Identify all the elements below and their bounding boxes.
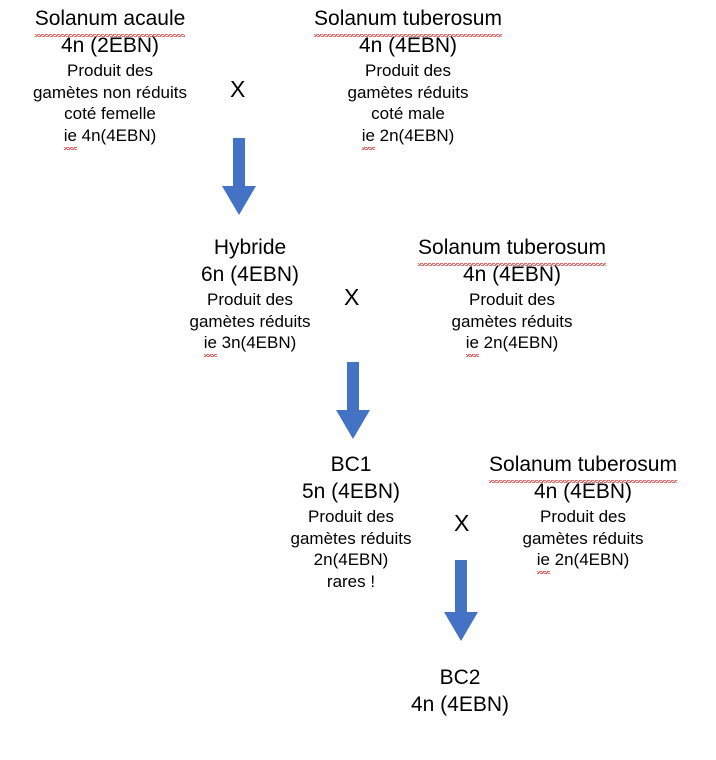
node-ploidy: 4n (4EBN) <box>533 479 633 503</box>
node-detail-line: Produit des <box>67 60 153 80</box>
node-detail-line: ie 2n(4EBN) <box>465 333 559 357</box>
node-detail-line: Produit des <box>308 506 394 526</box>
arrow-down-3 <box>440 560 482 642</box>
spellcheck-word: ie <box>361 126 376 150</box>
node-ploidy: 4n (4EBN) <box>358 33 458 57</box>
cross-symbol-1: X <box>230 76 246 102</box>
node-detail-line: Produit des <box>365 60 451 80</box>
node-detail-line: ie 4n(4EBN) <box>63 126 157 150</box>
node-detail-line: gamètes réduits <box>522 528 644 548</box>
arrow-down-icon <box>336 362 370 439</box>
spellcheck-word: ie <box>203 333 218 357</box>
spellcheck-word: ie <box>465 333 480 357</box>
node-bc1: BC1 5n (4EBN) Produit des gamètes réduit… <box>268 452 434 593</box>
node-heading-text: Solanum tuberosum <box>314 6 502 37</box>
arrow-down-icon <box>222 138 256 215</box>
cross-symbol-2: X <box>344 284 360 310</box>
node-heading: Solanum tuberosum <box>418 235 606 266</box>
node-ploidy: 6n (4EBN) <box>200 262 300 286</box>
node-detail-line: ie 2n(4EBN) <box>536 550 630 574</box>
node-detail-line: ie 3n(4EBN) <box>203 333 297 357</box>
spellcheck-word: ie <box>536 550 551 574</box>
node-heading-text: Solanum tuberosum <box>418 235 606 266</box>
node-detail-line: gamètes réduits <box>189 311 311 331</box>
node-heading: Solanum tuberosum <box>314 6 502 37</box>
node-heading: BC1 <box>331 452 372 479</box>
node-detail-line: gamètes réduits <box>347 82 469 102</box>
node-heading-text: BC1 <box>330 453 372 476</box>
node-ploidy: 4n (4EBN) <box>462 262 562 286</box>
node-detail-line: Produit des <box>540 506 626 526</box>
cross-symbol-3: X <box>454 510 470 536</box>
node-heading: Hybride <box>214 235 286 262</box>
node-detail-line: rares ! <box>326 572 376 591</box>
node-ploidy: 4n (4EBN) <box>410 692 510 716</box>
arrow-down-icon <box>444 560 478 641</box>
node-heading-text: Hybride <box>213 236 287 259</box>
node-detail-line: ie 2n(4EBN) <box>361 126 455 150</box>
node-detail-line: gamètes réduits <box>451 311 573 331</box>
node-detail-line: gamètes non réduits <box>32 82 188 102</box>
node-solanum-tuberosum-3: Solanum tuberosum 4n (4EBN) Produit des … <box>458 452 708 574</box>
node-heading-text: Solanum tuberosum <box>489 452 677 483</box>
node-heading-text: BC2 <box>439 666 481 689</box>
node-solanum-tuberosum-2: Solanum tuberosum 4n (4EBN) Produit des … <box>382 235 642 357</box>
node-solanum-acaule: Solanum acaule 4n (2EBN) Produit des gam… <box>0 6 220 150</box>
node-heading: Solanum tuberosum <box>489 452 677 483</box>
node-heading-text: Solanum acaule <box>34 6 185 37</box>
node-solanum-tuberosum-1: Solanum tuberosum 4n (4EBN) Produit des … <box>278 6 538 150</box>
node-heading: BC2 <box>440 665 481 692</box>
node-ploidy: 5n (4EBN) <box>301 479 401 503</box>
node-detail-line: 2n(4EBN) <box>313 550 389 570</box>
node-detail-line: Produit des <box>207 289 293 309</box>
node-bc2: BC2 4n (4EBN) <box>380 665 540 719</box>
node-detail-line: Produit des <box>469 289 555 309</box>
arrow-down-2 <box>332 362 374 440</box>
node-hybride: Hybride 6n (4EBN) Produit des gamètes ré… <box>155 235 345 357</box>
node-detail-line: gamètes réduits <box>290 528 412 548</box>
arrow-down-1 <box>218 138 260 216</box>
node-detail-line: coté femelle <box>64 104 156 124</box>
spellcheck-word: ie <box>63 126 78 150</box>
node-ploidy: 4n (2EBN) <box>60 33 160 57</box>
node-detail-line: coté male <box>371 104 445 124</box>
node-heading: Solanum acaule <box>34 6 185 37</box>
